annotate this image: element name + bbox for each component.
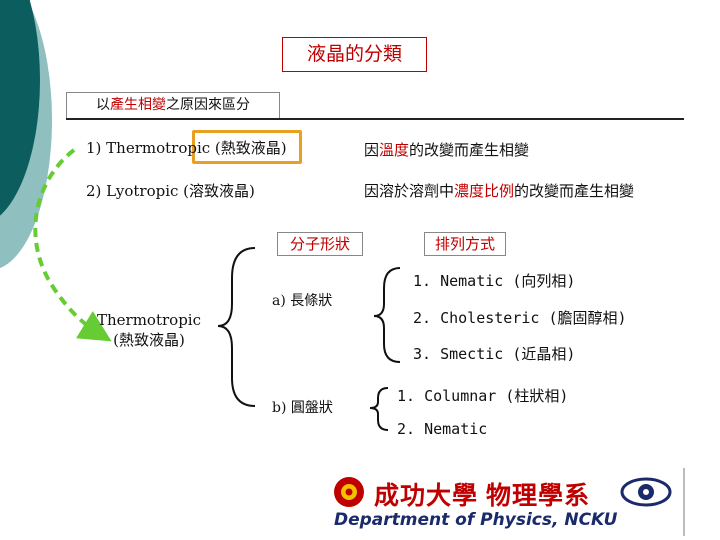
deco-teal-shape: [0, 0, 40, 216]
logo-university-name: 成功大學: [374, 481, 479, 510]
reason-text: 的改變而產生相變: [514, 182, 635, 200]
root-label-line2: (熱致液晶): [113, 331, 185, 349]
arrangement-cholesteric: 2. Cholesteric (膽固醇相): [413, 309, 627, 327]
row-lyotropic-reason: 因溶於溶劑中濃度比例的改變而產生相變: [364, 180, 634, 201]
reason-text: 的改變而產生相變: [409, 141, 530, 159]
row-thermotropic-label: 1) Thermotropic (熱致液晶): [86, 139, 287, 157]
logo-department-english: Department of Physics, NCKU: [334, 510, 618, 530]
page-title: 液晶的分類: [282, 37, 427, 72]
header-arrangement: 排列方式: [424, 232, 506, 256]
row-thermotropic-reason: 因溫度的改變而產生相變: [364, 139, 529, 160]
university-emblem-icon: [334, 477, 364, 507]
header-molecular-shape: 分子形狀: [277, 232, 363, 256]
reason-highlight: 溫度: [379, 141, 410, 159]
shape-rod-label: a) 長條狀: [272, 293, 333, 309]
reason-text: 因: [364, 141, 380, 159]
brace-main: [217, 247, 256, 407]
eye-emblem-icon: [620, 477, 672, 507]
arrangement-columnar: 1. Columnar (柱狀相): [397, 387, 569, 405]
brace-disc: [369, 387, 389, 431]
logo-department-name: 物理學系: [486, 481, 591, 510]
brace-rod: [373, 267, 401, 363]
highlight-box: [192, 130, 302, 164]
subtitle-suffix: 之原因來區分: [166, 97, 250, 113]
dashed-arrow: [33, 148, 112, 342]
reason-highlight: 濃度比例: [454, 182, 515, 200]
arrangement-smectic: 3. Smectic (近晶相): [413, 345, 576, 363]
arrangement-nematic: 1. Nematic (向列相): [413, 272, 576, 290]
arrangement-nematic-disc: 2. Nematic: [397, 420, 488, 438]
row-lyotropic-label: 2) Lyotropic (溶致液晶): [86, 182, 255, 200]
classification-subtitle: 以產生相變之原因來區分: [66, 92, 280, 119]
subtitle-prefix: 以: [96, 97, 110, 113]
root-label: Thermotropic (熱致液晶): [94, 310, 204, 350]
shape-disc-label: b) 圓盤狀: [272, 400, 333, 416]
subtitle-highlight: 產生相變: [110, 97, 166, 113]
reason-text: 因溶於溶劑中: [364, 182, 455, 200]
divider-line: [66, 118, 684, 120]
department-logo: 成功大學 物理學系 Department of Physics, NCKU: [330, 472, 682, 534]
root-label-line1: Thermotropic: [97, 311, 201, 329]
